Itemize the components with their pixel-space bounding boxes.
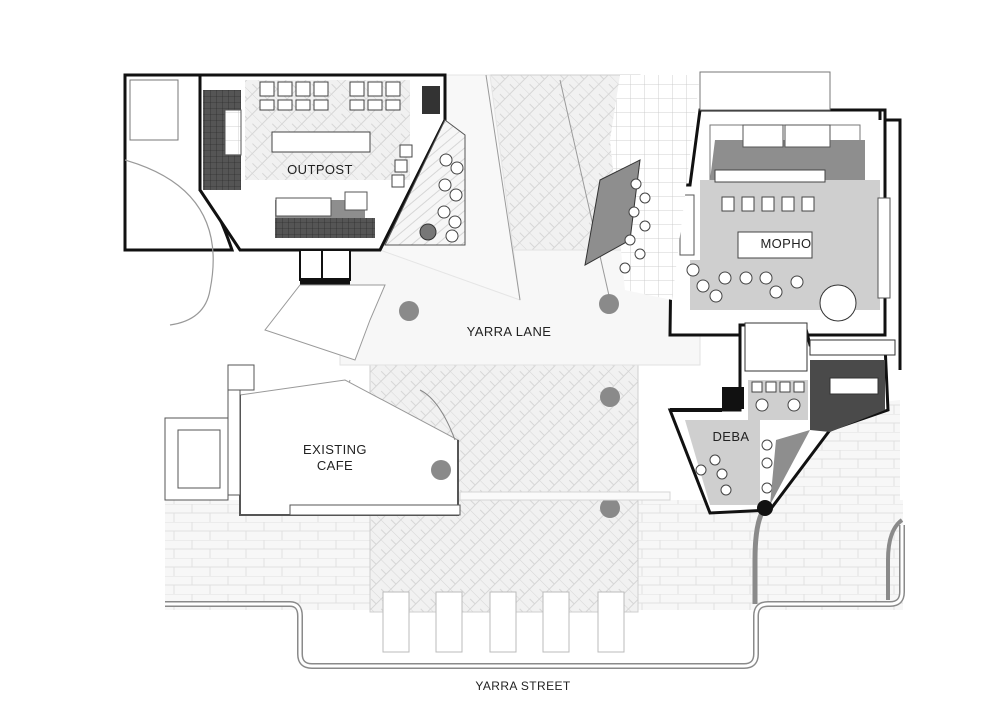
existing-cafe-label-line1: EXISTING <box>303 442 367 457</box>
mopho-outdoor <box>584 71 831 300</box>
tree-icon <box>600 498 620 518</box>
mopho-venue <box>668 108 902 370</box>
deba-label: DEBA <box>712 429 749 444</box>
tree-icon <box>399 301 419 321</box>
trees <box>399 294 620 518</box>
lane-lines <box>264 74 611 401</box>
tree-icon <box>431 460 451 480</box>
tree-icon <box>600 387 620 407</box>
tree-icon <box>599 294 619 314</box>
outpost-venue <box>123 73 466 326</box>
yarra-lane-label: YARRA LANE <box>467 324 552 339</box>
deba-venue <box>667 322 896 516</box>
parking-bays <box>382 591 625 653</box>
existing-cafe <box>164 364 461 516</box>
yarra-street-label: YARRA STREET <box>475 679 571 693</box>
mopho-label: MOPHO <box>760 236 811 251</box>
existing-cafe-label-line2: CAFE <box>317 458 353 473</box>
outpost-label: OUTPOST <box>287 162 353 177</box>
